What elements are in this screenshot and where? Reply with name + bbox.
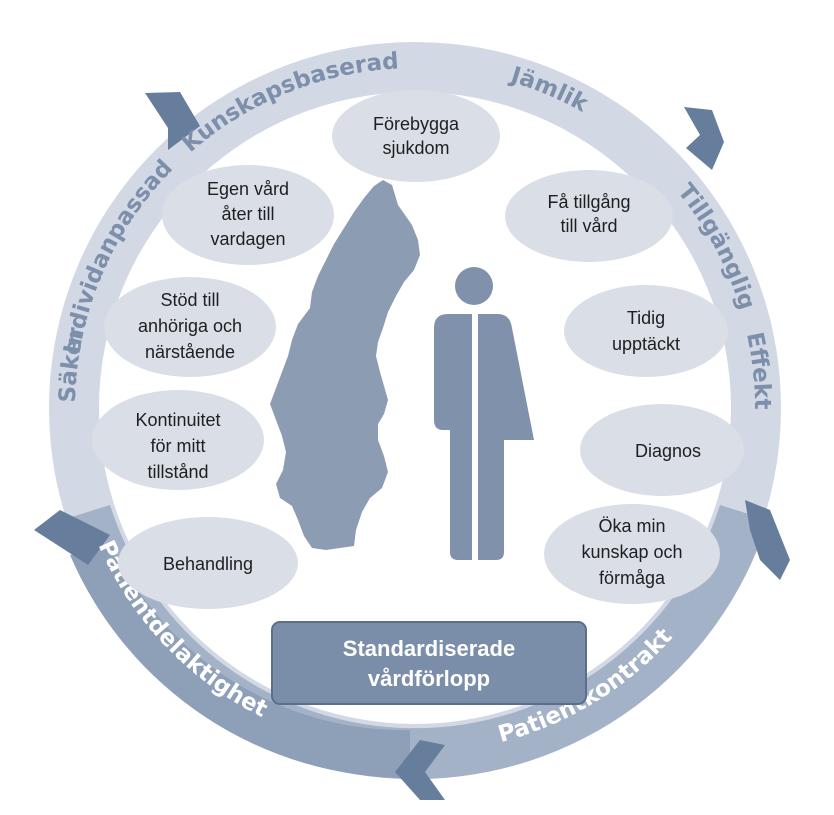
bubble-tidig-line1: Tidig [627, 308, 665, 328]
chevron-bottom [395, 740, 445, 800]
bubble-egen-vard: Egen vård åter till vardagen [162, 165, 334, 265]
bubble-oka-line2: kunskap och [581, 542, 682, 562]
bubble-egen-vard-line2: åter till [221, 204, 274, 224]
chevron-left [34, 510, 110, 565]
bubble-kontinuitet-line1: Kontinuitet [135, 410, 220, 430]
figure-body [434, 314, 472, 560]
figure-head [455, 267, 493, 305]
bubble-kontinuitet: Kontinuitet för mitt tillstånd [92, 390, 264, 490]
bubble-fa-tillgang-line1: Få tillgång [547, 192, 630, 212]
bubble-tidig-line2: upptäckt [612, 334, 680, 354]
figure-skirt [478, 314, 534, 560]
bubble-stod-line1: Stöd till [160, 290, 219, 310]
bubble-behandling-label: Behandling [163, 554, 253, 574]
bubble-diagnos-label: Diagnos [635, 441, 701, 461]
bubble-fa-tillgang-line2: till vård [560, 216, 617, 236]
bubble-egen-vard-line1: Egen vård [207, 179, 289, 199]
bubble-kontinuitet-line3: tillstånd [147, 462, 208, 482]
sweden-map-icon [270, 180, 420, 550]
bubble-stod-till-anhoriga: Stöd till anhöriga och närstående [104, 277, 276, 377]
bubble-oka-line3: förmåga [599, 568, 666, 588]
bubble-behandling: Behandling [118, 517, 298, 609]
bubble-forebygga-line2: sjukdom [382, 138, 449, 158]
bubble-forebygga-line1: Förebygga [373, 114, 460, 134]
bubble-fa-tillgang: Få tillgång till vård [505, 170, 673, 262]
center-box: Standardiserade vårdförlopp [271, 621, 587, 705]
bubble-oka-min-kunskap: Öka min kunskap och förmåga [544, 504, 720, 604]
chevron-right [745, 500, 790, 580]
center-title-line1: Standardiserade [343, 636, 515, 661]
bubble-tidig-upptackt: Tidig upptäckt [564, 285, 728, 377]
bubbles: Förebygga sjukdom Egen vård åter till va… [92, 90, 744, 609]
bubble-oka-line1: Öka min [598, 516, 665, 536]
bubble-diagnos: Diagnos [580, 404, 744, 496]
patient-figure-icon [434, 267, 534, 560]
bubble-kontinuitet-line2: för mitt [150, 436, 205, 456]
chevron-top-left [145, 92, 200, 150]
bubble-stod-line3: närstående [145, 342, 235, 362]
chevron-top-right [684, 107, 724, 170]
center-title-line2: vårdförlopp [368, 666, 490, 691]
ring-bottom-band-dark [70, 545, 410, 779]
bubble-stod-line2: anhöriga och [138, 316, 242, 336]
bubble-egen-vard-line3: vardagen [210, 229, 285, 249]
bubble-forebygga-sjukdom: Förebygga sjukdom [332, 90, 500, 182]
